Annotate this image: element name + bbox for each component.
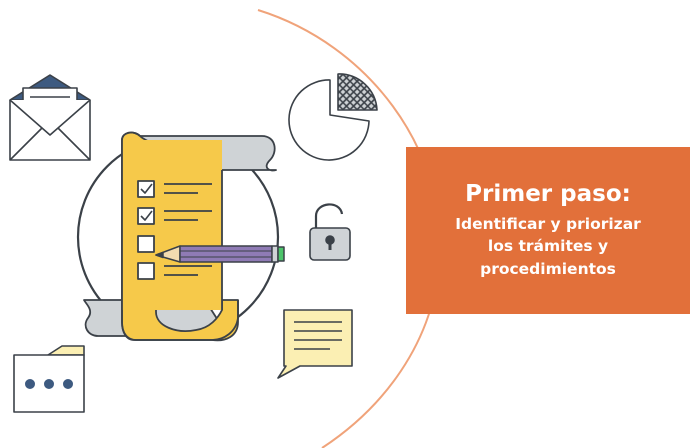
callout-subtitle-line: los trámites y: [487, 237, 609, 256]
envelope-icon: [9, 74, 91, 161]
pencil-icon: [155, 245, 285, 263]
step-callout-box: Primer paso: Identificar y priorizar los…: [406, 147, 690, 314]
callout-subtitle-line: Identificar y priorizar: [455, 215, 641, 234]
callout-title: Primer paso:: [465, 180, 631, 207]
callout-subtitle: Identificar y priorizar los trámites y p…: [455, 213, 641, 280]
callout-subtitle-line: procedimientos: [480, 259, 616, 278]
speech-note-icon: [277, 309, 353, 379]
pie-chart-icon: [288, 73, 378, 161]
padlock-icon: [309, 203, 351, 261]
folder-dots-icon: [13, 345, 85, 413]
checklist-scroll-icon: [83, 131, 277, 342]
